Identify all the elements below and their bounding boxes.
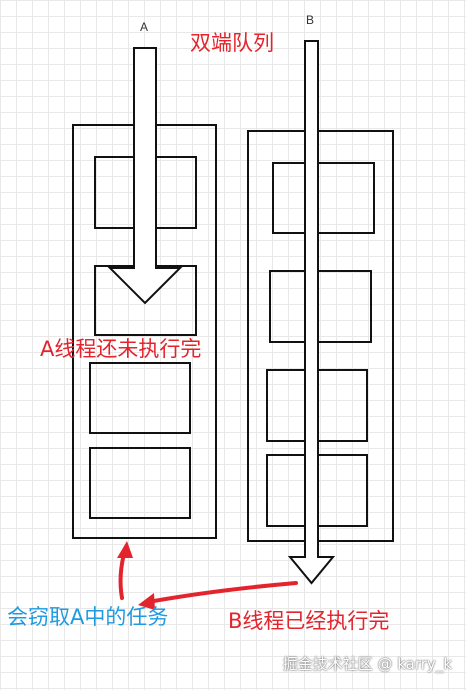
- thread-b-status: B线程已经执行完: [228, 609, 390, 633]
- thread-b-arrow: [287, 40, 336, 585]
- thread-a-status: A线程还未执行完: [40, 337, 202, 361]
- deque-title: 双端队列: [190, 31, 274, 55]
- thread-a-arrow: [107, 47, 183, 305]
- deque-b-container: [247, 130, 394, 542]
- steal-curve-arrowhead: [138, 593, 155, 610]
- steal-curve-line: [146, 581, 298, 604]
- deque-a-task-3: [89, 362, 191, 434]
- deque-b-task-2: [269, 270, 372, 343]
- steal-up-arrowhead: [117, 541, 133, 558]
- deque-a-task-4: [89, 447, 191, 519]
- thread-b-label: B: [306, 13, 315, 27]
- watermark: 掘金技术社区 @ karry_k: [282, 655, 452, 673]
- deque-b-task-1: [272, 162, 375, 234]
- thread-a-label: A: [140, 20, 149, 34]
- steal-task-label: 会窃取A中的任务: [7, 605, 169, 629]
